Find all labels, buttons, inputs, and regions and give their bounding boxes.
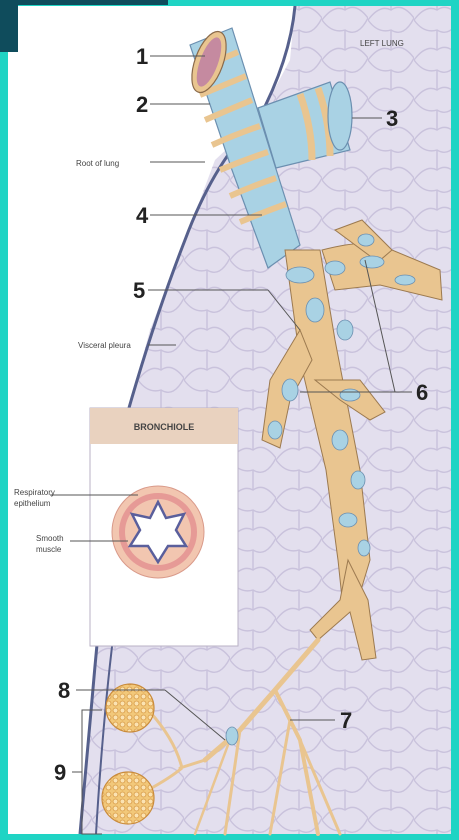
left-lung-label: LEFT LUNG	[360, 39, 404, 48]
corner-tab	[0, 0, 18, 52]
callout-2: 2	[136, 92, 148, 117]
callout-8: 8	[58, 678, 70, 703]
callout-6: 6	[416, 380, 428, 405]
callout-9: 9	[54, 760, 66, 785]
respiratory-label-line1: Respiratory	[14, 488, 55, 497]
visceral-pleura-label: Visceral pleura	[78, 341, 131, 350]
smooth-muscle-label-line2: muscle	[36, 545, 62, 554]
top-tab-strip	[18, 0, 168, 5]
bronchiole-cartilage	[226, 727, 238, 745]
callout-5: 5	[133, 278, 145, 303]
callout-4: 4	[136, 203, 149, 228]
smooth-muscle-label-line1: Smooth	[36, 534, 64, 543]
callout-3: 3	[386, 106, 398, 131]
inset-title: BRONCHIOLE	[134, 422, 195, 432]
root-of-lung-label: Root of lung	[76, 159, 119, 168]
callout-1: 1	[136, 44, 148, 69]
callout-7: 7	[340, 708, 352, 733]
bronchiole-inset: BRONCHIOLE	[90, 408, 238, 646]
respiratory-label-line2: epithelium	[14, 499, 51, 508]
